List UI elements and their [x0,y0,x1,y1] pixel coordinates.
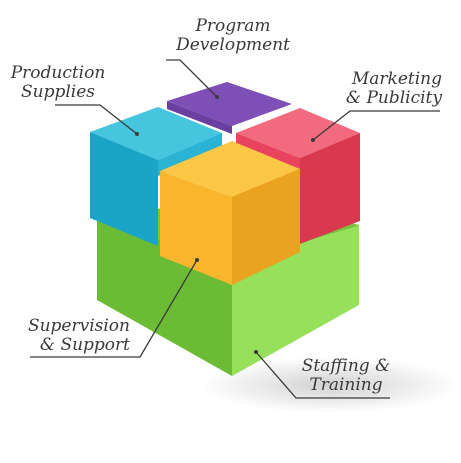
leader-line-program-development [166,59,218,98]
leader-line-marketing-publicity [312,110,440,141]
label-program-development-line1: Program [195,16,271,36]
label-staffing-training: Staffing & Training [290,357,402,395]
label-supervision-support: Supervision & Support [8,317,130,355]
leader-line-staffing-training [255,351,390,399]
label-production-supplies: Production Supplies [2,64,114,102]
label-supervision-support-line1: Supervision [27,316,130,336]
label-program-development: Program Development [168,17,298,55]
label-staffing-training-line1: Staffing & [301,356,391,376]
label-production-supplies-line1: Production [10,63,106,83]
ground-shadow [200,357,460,413]
label-marketing-publicity-line1: Marketing [351,69,442,89]
label-production-supplies-line2: Supplies [20,82,96,102]
label-program-development-line2: Development [176,35,290,55]
leader-line-production-supplies [55,104,138,135]
leader-line-supervision-support [30,259,198,358]
yellow-block-front [160,141,300,285]
leader-lines [30,59,440,399]
label-supervision-support-line2: & Support [39,335,130,355]
cyan-block-production-supplies [90,107,222,246]
label-marketing-publicity-line2: & Publicity [345,88,442,108]
label-staffing-training-line2: Training [309,375,383,395]
label-marketing-publicity: Marketing & Publicity [330,70,442,108]
purple-block-program-development [167,82,292,134]
